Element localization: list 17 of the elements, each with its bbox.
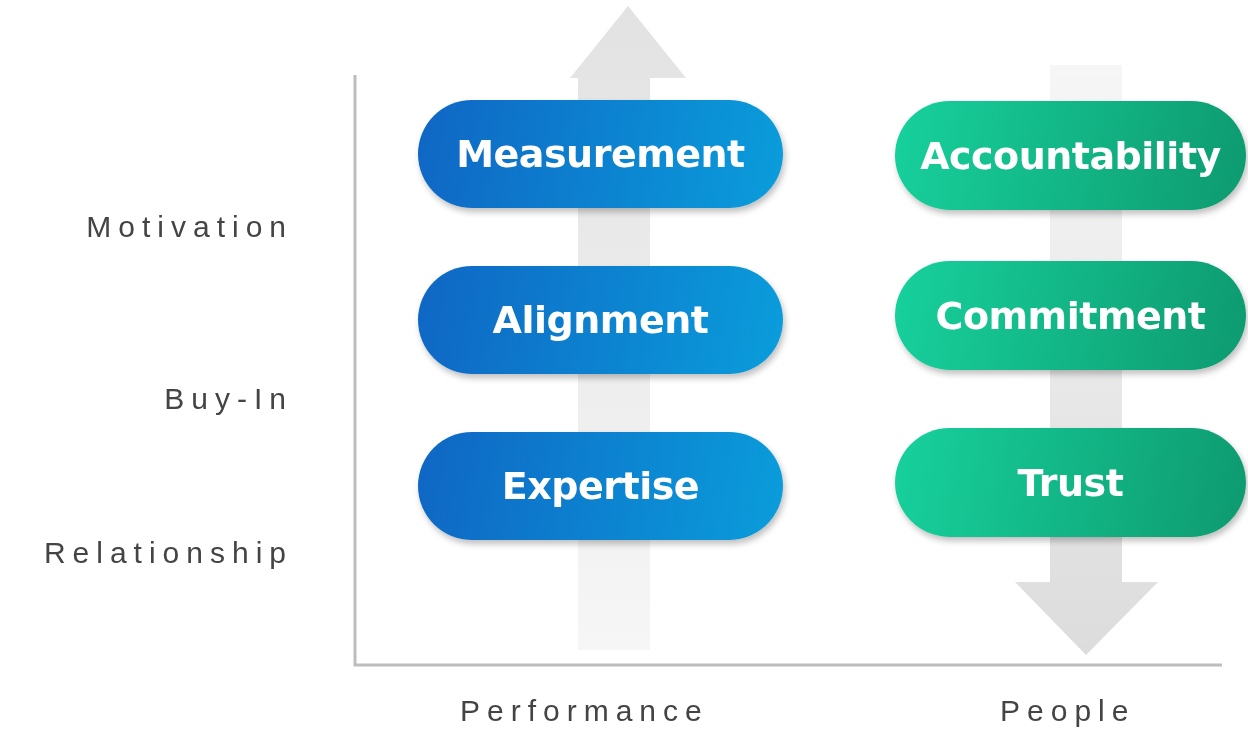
rounded-pill [418, 100, 783, 208]
axis-label: Relationship [43, 536, 293, 570]
pill-label: Trust [1017, 460, 1124, 505]
rounded-pill [895, 428, 1246, 537]
rounded-pill [418, 266, 783, 374]
pill-label: Commitment [935, 293, 1206, 338]
pill-label: Expertise [501, 464, 700, 508]
pill-label: Measurement [456, 132, 745, 176]
rounded-pill [418, 432, 783, 540]
axis-label: People [1000, 694, 1136, 728]
pill-label: Accountability [920, 133, 1221, 178]
axis-label: Performance [460, 694, 709, 728]
axis-label: Buy-In [164, 382, 293, 416]
rounded-pill [895, 101, 1246, 210]
pill-label: Alignment [492, 298, 709, 342]
rounded-pill [895, 261, 1246, 370]
axis-label: Motivation [86, 210, 293, 244]
